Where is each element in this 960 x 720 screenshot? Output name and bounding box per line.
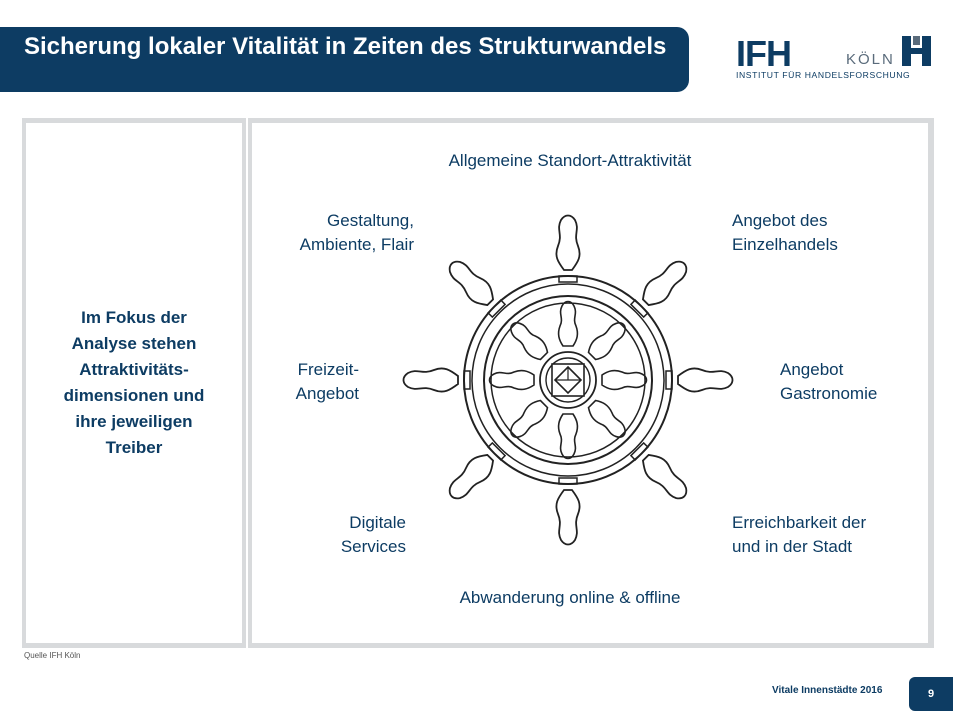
label-digital-services: Digitale Services [340, 513, 406, 556]
focus-text: Im Fokus der Analyse stehen Attraktivitä… [63, 308, 205, 457]
label-leisure-offer: Freizeit- Angebot [295, 360, 359, 403]
label-design-ambience: Gestaltung, Ambiente, Flair [299, 211, 414, 254]
logo-letters: IFH [736, 36, 791, 74]
logo-subtitle: INSTITUT FÜR HANDELSFORSCHUNG [736, 70, 910, 80]
logo-h-mark [902, 36, 931, 66]
label-gastronomy-offer: Angebot Gastronomie [780, 360, 878, 403]
focus-panel-inner: Im Fokus der Analyse stehen Attraktivitä… [26, 123, 242, 643]
ships-wheel-icon [402, 214, 734, 546]
wheel-panel: Allgemeine Standort-Attraktivität Gestal… [248, 118, 934, 648]
label-retail-offer: Angebot des Einzelhandels [732, 211, 838, 254]
footer-event-title: Vitale Innenstädte 2016 [772, 685, 883, 696]
page-number: 9 [909, 677, 953, 711]
ifh-logo: IFH KÖLN INSTITUT FÜR HANDELSFORSCHUNG [736, 36, 931, 80]
label-general-attractiveness: Allgemeine Standort-Attraktivität [448, 151, 692, 170]
label-accessibility: Erreichbarkeit der und in der Stadt [732, 513, 867, 556]
wheel-panel-inner: Allgemeine Standort-Attraktivität Gestal… [252, 123, 928, 643]
focus-panel: Im Fokus der Analyse stehen Attraktivitä… [22, 118, 246, 648]
logo-city: KÖLN [846, 50, 895, 68]
title-bar: Sicherung lokaler Vitalität in Zeiten de… [0, 27, 689, 92]
page-title: Sicherung lokaler Vitalität in Zeiten de… [24, 33, 667, 60]
label-migration-online-offline: Abwanderung online & offline [459, 588, 681, 607]
source-note: Quelle IFH Köln [24, 651, 81, 660]
